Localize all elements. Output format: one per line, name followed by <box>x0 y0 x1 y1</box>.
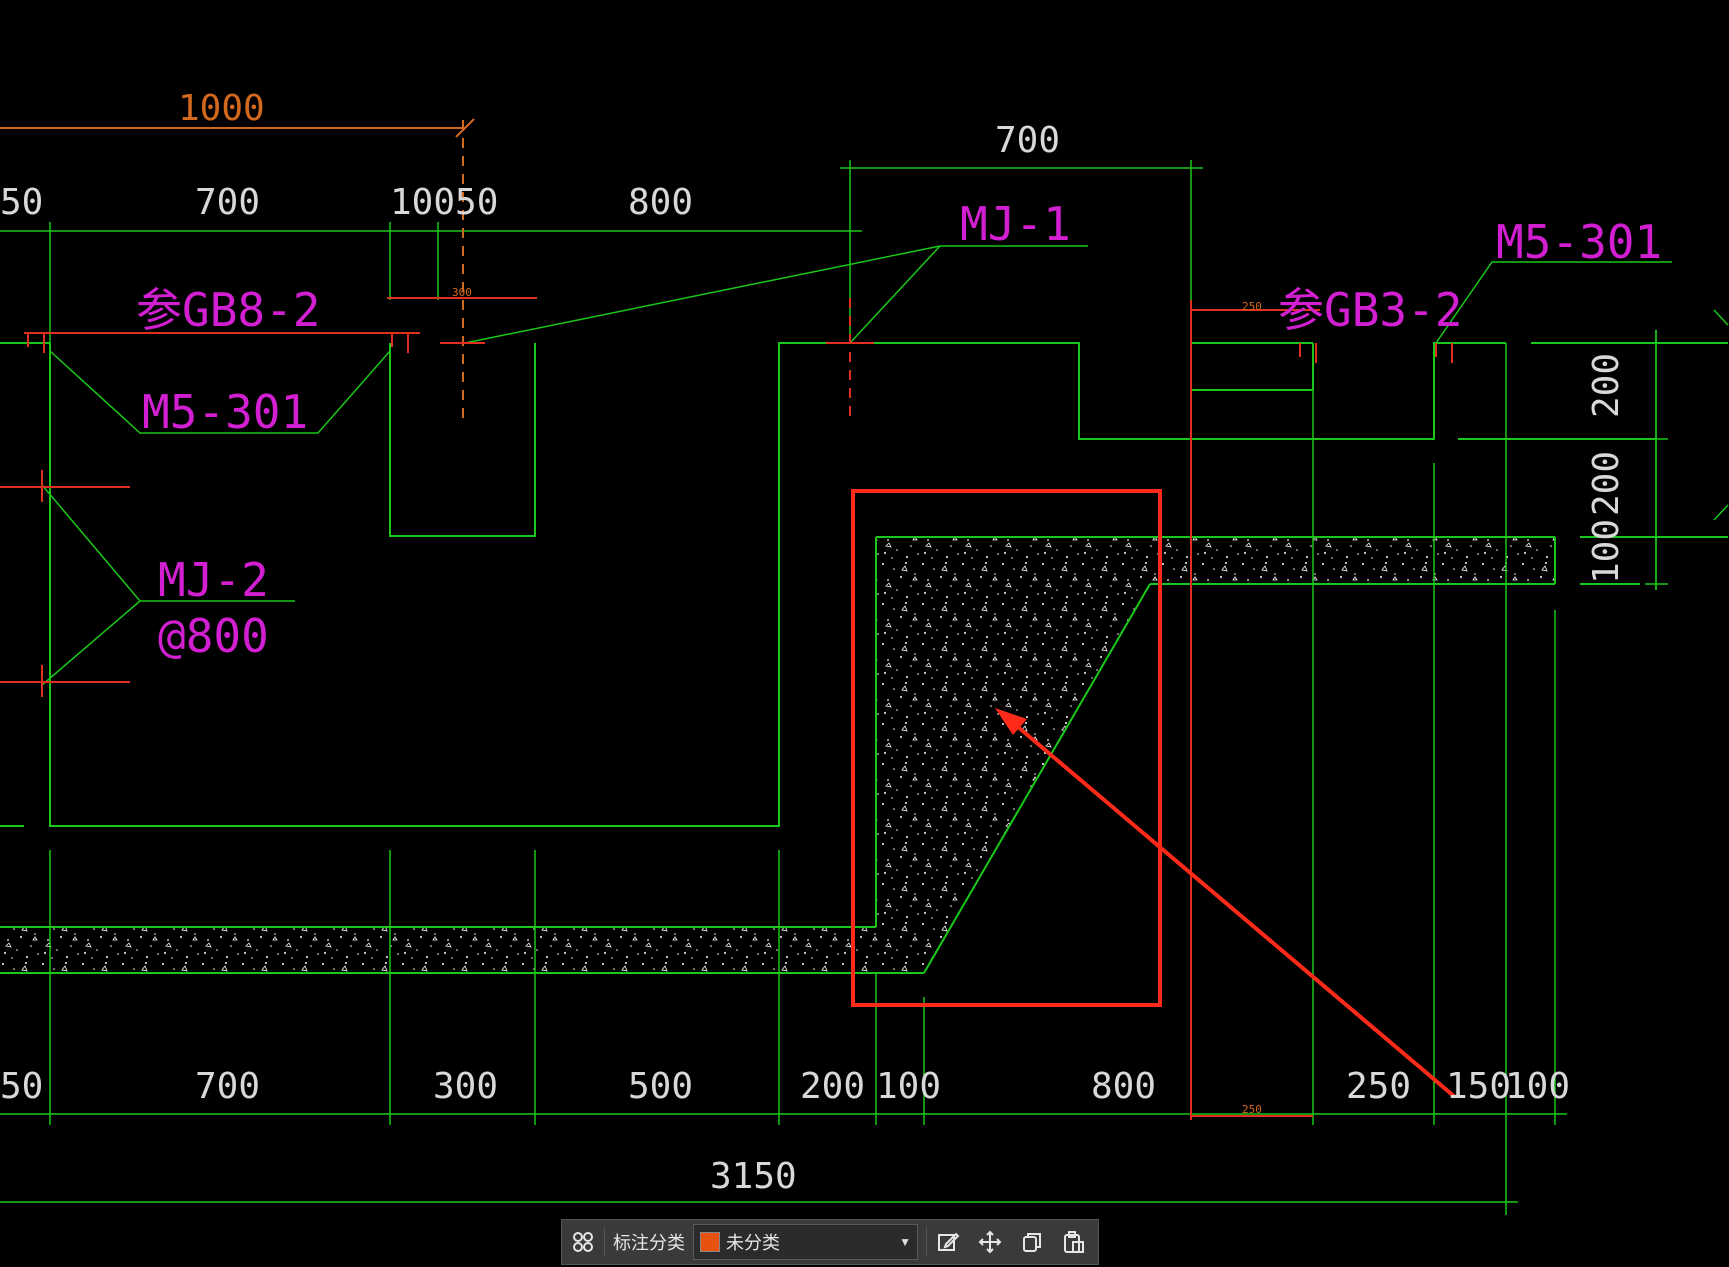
label-m5-301-right: M5-301 <box>1496 215 1662 269</box>
dim-right-200-mid: 200 <box>1586 451 1627 516</box>
grid-icon[interactable] <box>562 1221 604 1263</box>
dim-bottom-300: 300 <box>433 1066 498 1107</box>
label-mj2: MJ-2 <box>158 553 269 607</box>
dim-bottom-700: 700 <box>195 1066 260 1107</box>
dim-bottom-100-right: 100 <box>1505 1066 1570 1107</box>
chevron-down-icon: ▼ <box>899 1235 911 1249</box>
dim-top-800: 800 <box>628 182 693 223</box>
move-icon[interactable] <box>969 1221 1011 1263</box>
label-mj2-spacing: @800 <box>158 609 269 663</box>
dim-small-300: 300 <box>452 286 472 299</box>
dim-right-200-top: 200 <box>1586 353 1627 418</box>
structure-lines <box>0 160 1729 1215</box>
category-dropdown[interactable]: 未分类 ▼ <box>693 1224 918 1260</box>
toolbar-divider <box>604 1227 605 1257</box>
annotation-toolbar: 标注分类 未分类 ▼ <box>561 1219 1099 1265</box>
dim-top-1000: 1000 <box>178 88 265 129</box>
paste-icon[interactable] <box>1053 1221 1095 1263</box>
dim-bottom-50: 50 <box>0 1066 43 1107</box>
dim-bottom-250: 250 <box>1346 1066 1411 1107</box>
dim-bottom-100: 100 <box>876 1066 941 1107</box>
dim-total-3150: 3150 <box>710 1156 797 1197</box>
dim-small-250-bottom: 250 <box>1242 1103 1262 1116</box>
dim-bottom-500: 500 <box>628 1066 693 1107</box>
dim-bottom-200: 200 <box>800 1066 865 1107</box>
highlight-annotation <box>851 489 1457 1099</box>
category-color-swatch <box>700 1232 720 1252</box>
dim-bottom-150: 150 <box>1446 1066 1511 1107</box>
dim-bottom-800: 800 <box>1091 1066 1156 1107</box>
copy-icon[interactable] <box>1011 1221 1053 1263</box>
label-mj1: MJ-1 <box>960 197 1071 251</box>
label-gb8-2: 参GB8-2 <box>136 283 320 337</box>
dim-top-50: 50 <box>0 182 43 223</box>
dim-top-10050: 10050 <box>390 182 498 223</box>
dim-top-700-right: 700 <box>995 120 1060 161</box>
annotation-lines <box>0 118 1453 1120</box>
toolbar-divider <box>926 1227 927 1257</box>
category-value: 未分类 <box>726 1233 780 1253</box>
edit-icon[interactable] <box>927 1221 969 1263</box>
dim-right-100: 100 <box>1586 519 1627 584</box>
dim-top-700: 700 <box>195 182 260 223</box>
label-m5-301-left: M5-301 <box>142 385 308 439</box>
dim-small-250-top: 250 <box>1242 300 1262 313</box>
concrete-hatch <box>0 537 1555 973</box>
category-label: 标注分类 <box>613 1233 685 1253</box>
label-gb3-2: 参GB3-2 <box>1278 283 1462 337</box>
